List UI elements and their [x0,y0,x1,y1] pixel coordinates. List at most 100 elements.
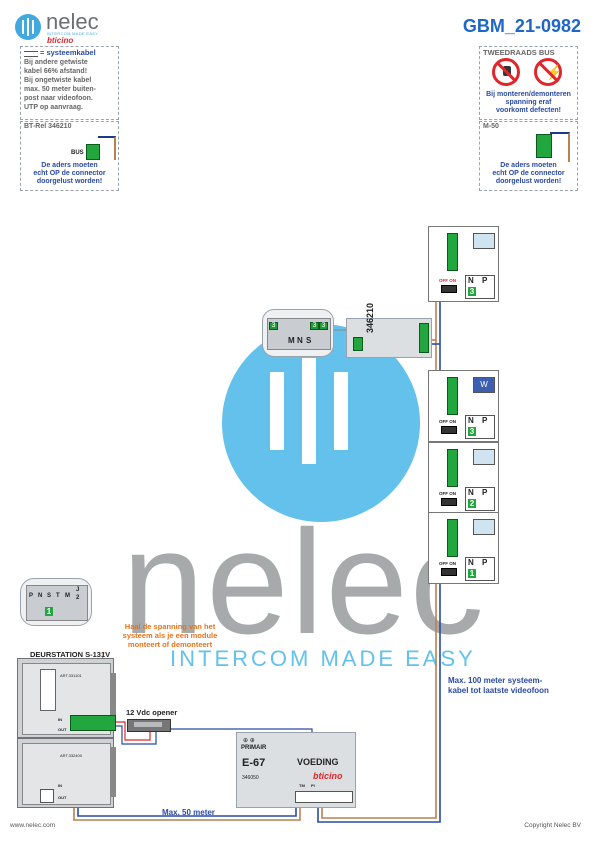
np-p-label: P [482,276,488,285]
watermark-tagline: INTERCOM MADE EASY [170,646,476,671]
no-plug-icon [492,58,520,86]
psu-out-tm: TM [299,783,305,788]
np-grid: N P 3 [465,275,495,299]
np-grid: N P 1 [465,557,495,581]
bottom-conn [40,789,54,803]
bt-note-1: De aders moeten [41,162,98,169]
monitor-number: 3 [468,427,476,436]
relay-bubble: 3 3 3 M N S [262,309,334,357]
tweedraads-title: TWEEDRAADS BUS [483,48,555,57]
module-frame [22,663,111,735]
monitor-number: 1 [468,569,476,578]
cable-note-1: Max. 100 meter systeem- [448,676,543,685]
logo-wordmark: nelec [46,9,99,34]
psu-top-terms: ⊕ ⊕ [243,738,255,744]
module1-code: ART.331101 [60,673,82,678]
relay-letter-n: N [297,336,303,345]
conn-value: 1 [45,607,53,616]
np-n-label: N [468,416,474,425]
np-p-label: P [482,416,488,425]
out-label-2: OUT [58,795,67,800]
footer-website[interactable]: www.nelec.com [10,822,56,829]
bt-wire [98,136,116,160]
legend-line-2: kabel 66% afstand! [24,68,88,75]
watermark-word: nelec [122,500,486,665]
conn-label-2: 2 [76,595,80,601]
monitor-connector [447,449,458,487]
door-station-title: DEURSTATION S-131V [30,650,111,659]
conn-label-m: M [65,593,70,599]
legend-m50: M-50 De aders moeten echt OP de connecto… [479,121,578,191]
monitor-1: OFF ON N P 3 [428,226,499,302]
logo-icon [15,14,41,40]
off-on-label: OFF ON [439,491,456,496]
max50-label: Max. 50 meter [162,808,215,817]
bt-note-3: doorgelust worden! [36,178,103,185]
legend-line-6: UTP op aanvraag. [24,104,84,111]
np-p-label: P [482,558,488,567]
m50-note-3: doorgelust worden! [495,178,562,185]
tweedraads-note-1: Bij monteren/demonteren [486,91,571,98]
bt-connector [86,144,100,160]
psu-out-pi: PI [311,783,315,788]
m50-note-1: De aders moeten [500,162,557,169]
monitor-number: 3 [468,287,476,296]
monitor-screen: W [473,377,495,393]
bt-note-2: echt OP de connector [33,170,106,177]
monitor-2: W OFF ON N P 3 [428,370,499,442]
conn-label-p: P [29,593,34,599]
footer-copyright: Copyright Nelec BV [524,822,581,829]
tweedraads-note-2: spanning eraf [505,99,552,106]
logo-tagline: INTERCOM MADE EASY [47,31,99,36]
psu-e67: ⊕ ⊕ PRIMAIR E-67 VOEDING 346050 bticino … [236,732,356,808]
side-clip [110,673,116,723]
bus-label: BUS [71,150,84,156]
off-on-label: OFF ON [439,278,456,283]
relay-346210: 346210 [346,303,432,358]
module2-code: ART.332400 [60,753,82,758]
dip-switch [441,568,457,576]
conn-label-s: S [47,593,52,599]
relay-letter-m: M [288,336,295,345]
out-label-1: OUT [58,727,67,732]
conn-label-j: J [76,587,80,593]
dip-switch [441,285,457,293]
door-station-module-2: ART.332400 IN OUT [17,738,116,808]
door-station-module-1: ART.331101 IN OUT [17,658,116,738]
relay-model: 346210 [365,302,375,333]
psu-terminal-strip [295,791,353,803]
legend-title: = systeemkabel [40,48,96,57]
conn-label-n: N [38,593,43,599]
warning-line-3: monteert of demonteert [127,640,213,649]
in-label-2: IN [58,783,62,788]
relay-letter-s: S [306,336,312,345]
module-frame [22,743,111,805]
legend-line-3: Bij ongetwiste kabel [24,77,92,84]
cable-note-2: kabel tot laatste videofoon [448,686,549,695]
np-n-label: N [468,276,474,285]
np-grid: N P 3 [465,415,495,439]
monitor-connector [447,233,458,271]
relay-term-c: 3 [319,322,328,330]
door-connector-bubble: P N S T M J 2 1 [20,578,92,626]
relay-term-b: 3 [310,322,319,330]
legend-bt-rel: BT-Rel 346210 BUS De aders moeten echt O… [20,121,119,191]
door-term-block [70,715,116,731]
np-n-label: N [468,488,474,497]
cable-symbol [24,51,38,57]
m50-title: M-50 [483,123,499,130]
off-on-label: OFF ON [439,561,456,566]
relay-connector [353,337,363,351]
relay-out-connector [419,323,429,353]
psu-brand: bticino [313,771,343,781]
psu-name: VOEDING [297,757,339,767]
conn-label-t: T [56,593,60,599]
legend-line-4: max. 50 meter buiten- [24,86,96,93]
bt-rel-title: BT-Rel 346210 [24,123,72,130]
door-opener [127,719,171,732]
psu-primair: PRIMAIR [241,745,267,751]
monitor-4: OFF ON N P 1 [428,512,499,584]
side-clip [110,747,116,797]
monitor-connector [447,377,458,415]
monitor-connector [447,519,458,557]
